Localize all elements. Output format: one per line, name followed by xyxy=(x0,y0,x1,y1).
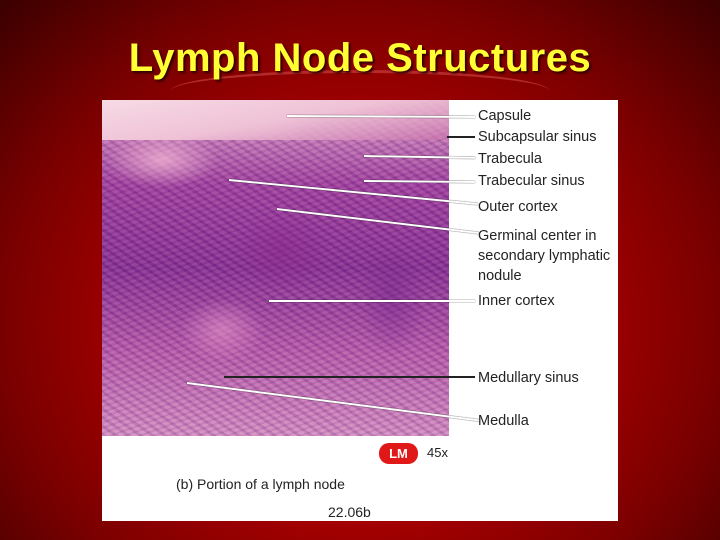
figure-panel: Capsule Subcapsular sinus Trabecula Trab… xyxy=(102,100,618,521)
label-trabecula: Trabecula xyxy=(478,151,542,167)
label-trabecular-sinus: Trabecular sinus xyxy=(478,173,585,189)
label-germinal-center-line2: secondary lymphatic xyxy=(478,248,611,264)
label-subcapsular-sinus: Subcapsular sinus xyxy=(478,129,597,145)
label-capsule: Capsule xyxy=(478,108,532,124)
label-outer-cortex: Outer cortex xyxy=(478,199,558,215)
lm-badge: LM xyxy=(379,443,418,464)
leader-subcapsular-sinus xyxy=(447,136,475,138)
magnification-label: 45x xyxy=(427,445,448,460)
figure-caption: (b) Portion of a lymph node xyxy=(176,476,345,492)
leader-inner-cortex xyxy=(269,300,475,302)
label-medullary-sinus: Medullary sinus xyxy=(478,370,579,386)
capsule-region xyxy=(102,100,449,140)
slide-title: Lymph Node Structures xyxy=(128,36,592,80)
figure-number: 22.06b xyxy=(328,504,371,520)
label-inner-cortex: Inner cortex xyxy=(478,293,555,309)
background-swoosh xyxy=(170,70,550,113)
leader-medullary-sinus xyxy=(224,376,475,378)
label-medulla: Medulla xyxy=(478,413,529,429)
label-germinal-center-line1: Germinal center in xyxy=(478,228,597,244)
label-germinal-center-line3: nodule xyxy=(478,268,522,284)
micrograph-image xyxy=(102,100,449,436)
